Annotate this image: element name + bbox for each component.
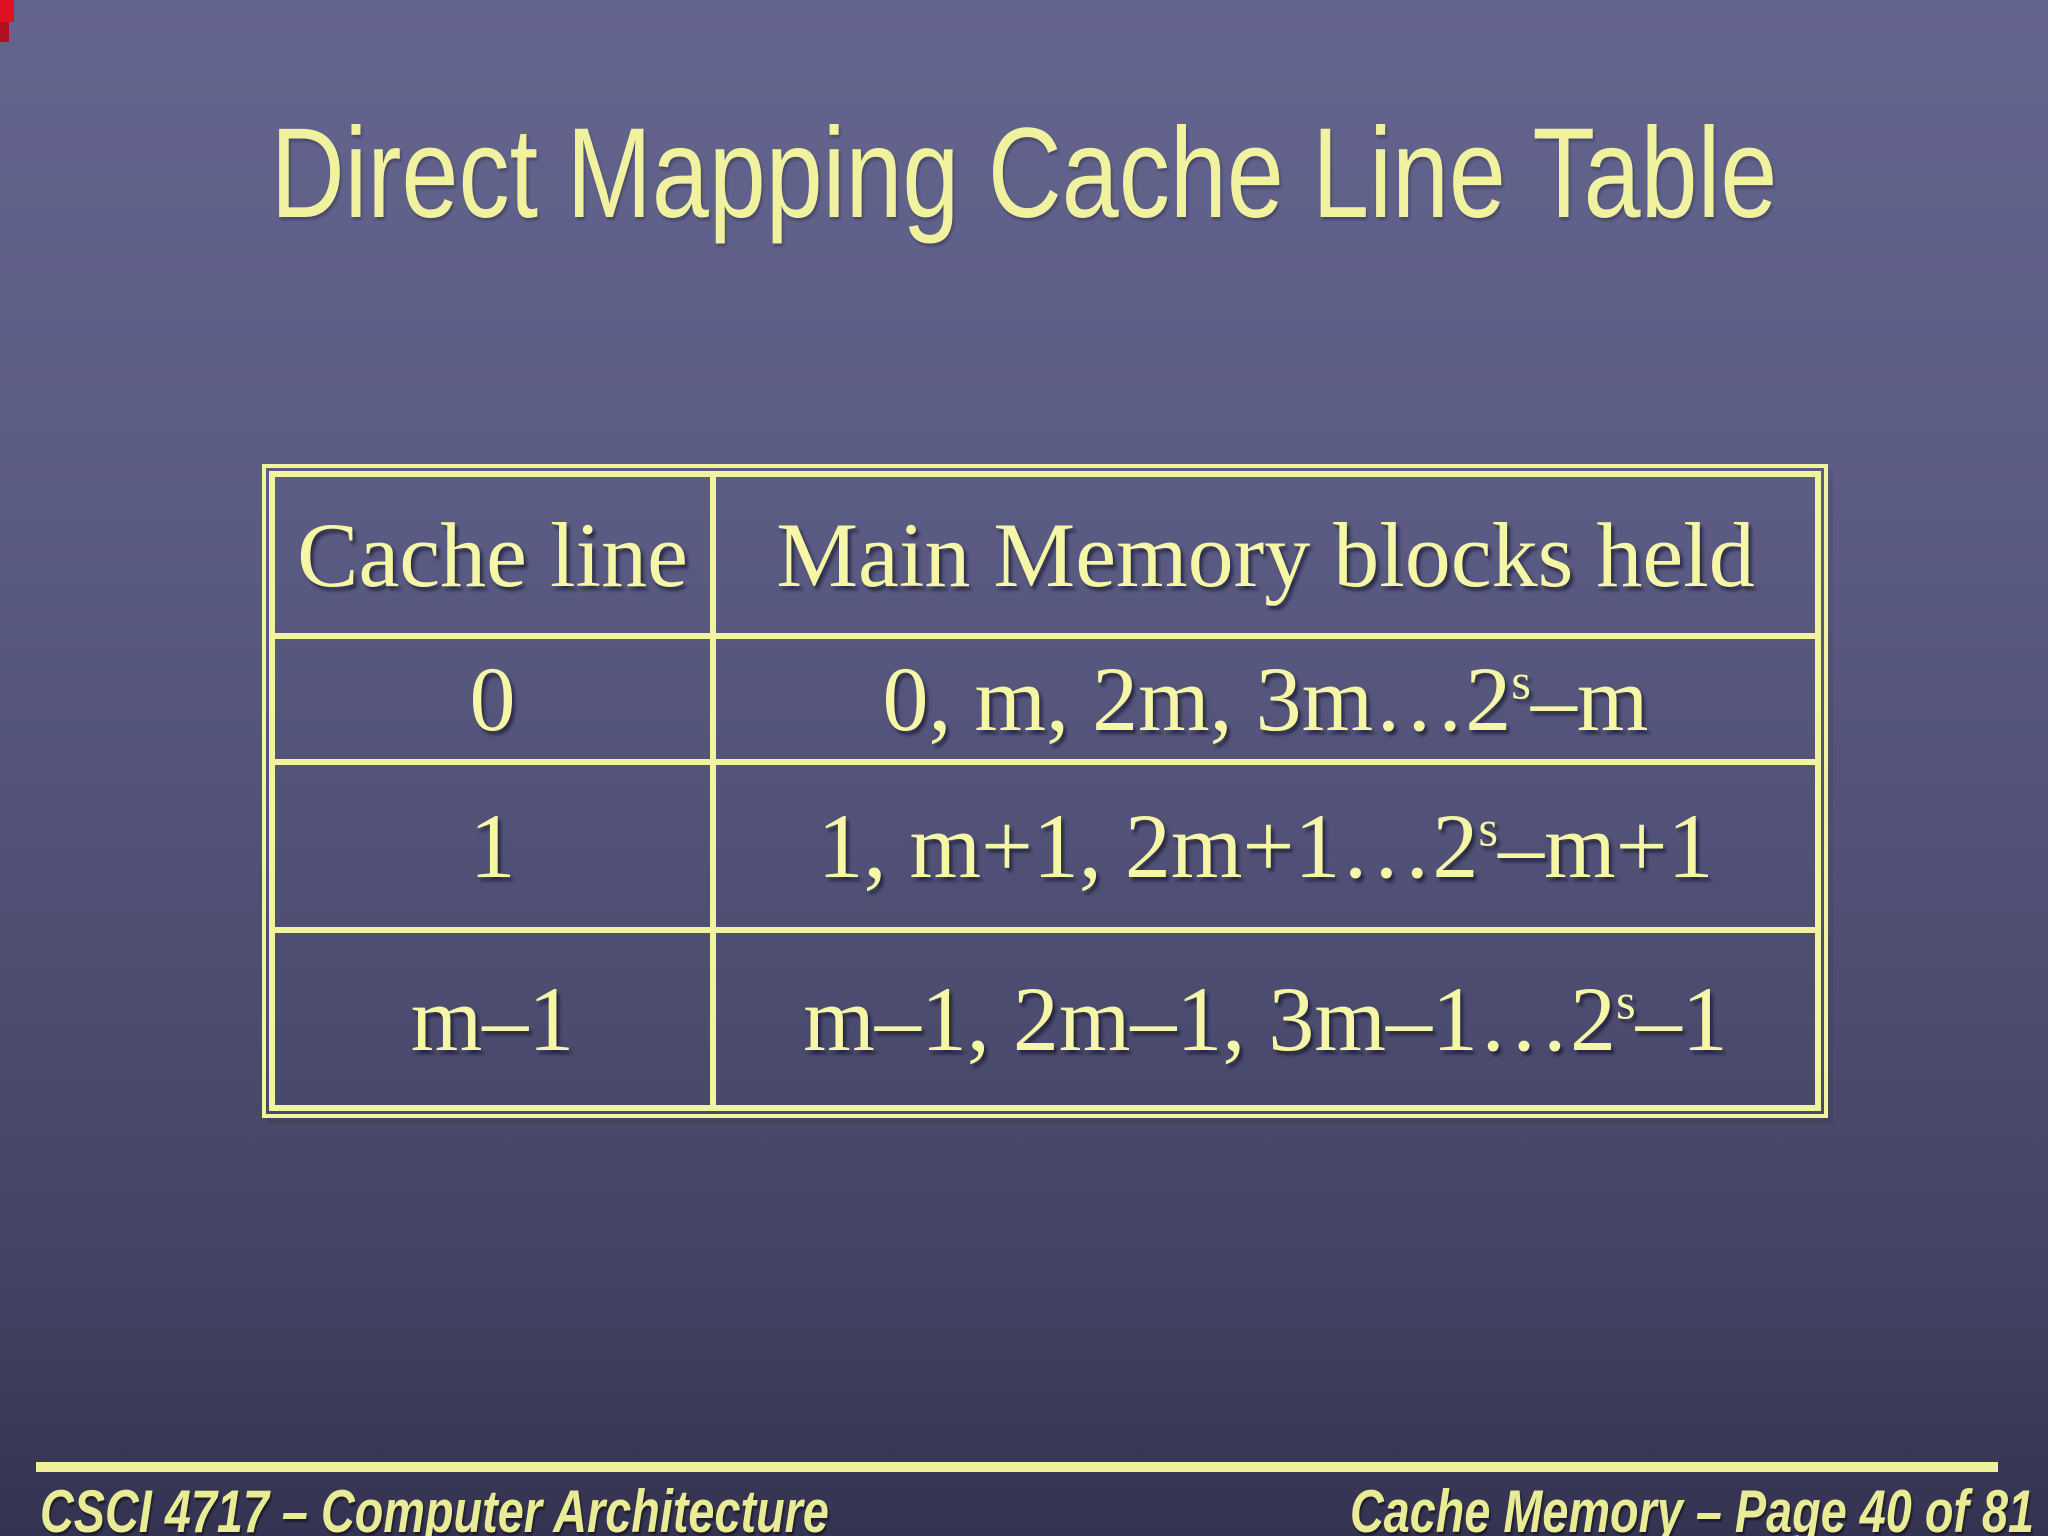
cache-line-table: Cache line Main Memory blocks held 0 0, … [262,464,1828,1118]
table-header-row: Cache line Main Memory blocks held [269,471,1821,639]
cell-blocks-1: 1, m+1, 2m+1…2s–m+1 [710,759,1821,933]
blocks-text-tail: –m [1530,647,1649,750]
cell-cache-line-0: 0 [269,632,716,766]
page-title: Direct Mapping Cache Line Table [270,102,1778,245]
footer-page-indicator: Cache Memory – Page 40 of 81 [1349,1478,2034,1536]
blocks-text: m–1, 2m–1, 3m–1…2 [803,967,1616,1070]
cell-cache-line-m1: m–1 [269,926,716,1112]
table-row: 1 1, m+1, 2m+1…2s–m+1 [269,759,1821,933]
cell-blocks-m1: m–1, 2m–1, 3m–1…2s–1 [710,926,1821,1112]
footer-course-label: CSCI 4717 – Computer Architecture [40,1478,829,1536]
red-corner-artifact-lower [0,22,9,42]
blocks-text-tail: –m+1 [1498,794,1714,897]
exponent-s: s [1478,800,1499,857]
cache-line-table-grid: Cache line Main Memory blocks held 0 0, … [269,471,1821,1112]
exponent-s: s [1615,973,1636,1030]
footer-divider-rule [36,1462,1998,1472]
exponent-s: s [1511,653,1531,710]
cell-blocks-0: 0, m, 2m, 3m…2s–m [710,632,1821,766]
table-row: m–1 m–1, 2m–1, 3m–1…2s–1 [269,926,1821,1112]
header-cache-line: Cache line [269,471,716,639]
blocks-text-tail: –1 [1635,967,1728,1070]
cell-cache-line-1: 1 [269,759,716,933]
table-row: 0 0, m, 2m, 3m…2s–m [269,632,1821,766]
blocks-text: 1, m+1, 2m+1…2 [817,794,1479,897]
blocks-text: 0, m, 2m, 3m…2 [882,647,1512,750]
header-main-memory-blocks: Main Memory blocks held [710,471,1821,639]
red-corner-artifact [0,0,14,22]
